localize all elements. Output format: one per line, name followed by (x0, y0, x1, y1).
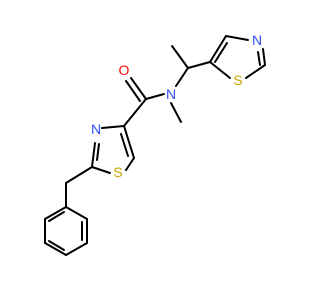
bond (245, 64, 266, 79)
thiazole-ring-right (209, 35, 266, 79)
structure-svg: O N N S N S (44, 32, 266, 256)
bond (209, 35, 227, 63)
atom-label-thiazole-sulfur-left: S (113, 164, 122, 180)
atom-label-thiazole-nitrogen-left: N (91, 121, 101, 137)
bond (65, 242, 88, 256)
bond (101, 125, 125, 129)
bond (262, 48, 266, 66)
double-bond-inner (96, 143, 100, 161)
molecule-diagram: O N N S N S (44, 32, 266, 256)
bond (225, 35, 249, 41)
bond (170, 102, 182, 123)
bond (130, 77, 147, 100)
bond (44, 242, 67, 256)
bond (65, 206, 88, 220)
double-bond-inner (48, 211, 65, 222)
benzene-ring (44, 206, 88, 256)
bond (123, 125, 135, 159)
bond (187, 61, 211, 69)
bond (91, 166, 111, 174)
bond (125, 157, 135, 171)
bond (209, 61, 231, 79)
bond (171, 45, 189, 69)
bond (145, 93, 165, 100)
atom-label-thiazole-nitrogen-right: N (252, 32, 262, 48)
thiazole-ring-left (91, 125, 135, 174)
bond (91, 142, 96, 168)
bond (65, 166, 93, 184)
bond (44, 206, 67, 220)
bond (123, 98, 147, 127)
double-bond-inner (120, 133, 129, 157)
double-bond-inner (125, 80, 141, 102)
atom-label-thiazole-sulfur-right: S (233, 72, 242, 88)
atom-label-oxygen: O (119, 62, 130, 78)
atom-label-amide-nitrogen: N (166, 86, 176, 102)
double-bond-inner (48, 240, 65, 251)
bond (175, 67, 189, 87)
double-bond-inner (214, 42, 228, 63)
double-bond-inner (257, 51, 261, 66)
